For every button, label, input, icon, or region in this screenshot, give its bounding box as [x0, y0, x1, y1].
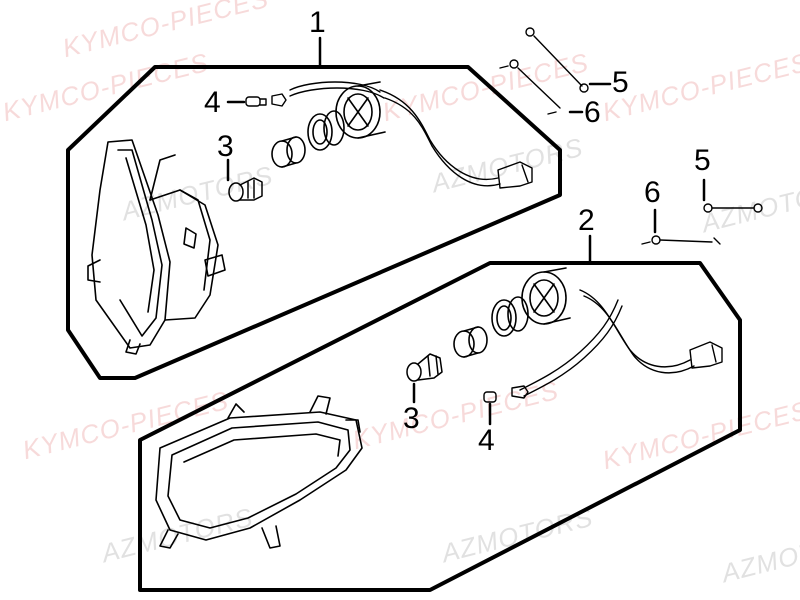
- callout-screw-6-group2: 6: [644, 176, 661, 209]
- headlight-housing-2: [155, 395, 363, 549]
- group-2-outline: [138, 261, 742, 592]
- screw-5-group1: [525, 27, 589, 93]
- callout-bulb-3-group1: 3: [217, 130, 234, 163]
- group-1-outline: [66, 65, 562, 380]
- wiring-harness-group2: [519, 289, 723, 397]
- callout-bulb-4-group1: 4: [204, 86, 221, 119]
- callout-screw-5-group1: 5: [612, 66, 629, 99]
- callout-bulb-3-group2: 3: [403, 402, 420, 435]
- bulb-4-group1: [245, 93, 287, 107]
- callout-group-2: 2: [578, 204, 595, 237]
- callout-screw-6-group1: 6: [584, 96, 601, 129]
- bulb-4-group2: [483, 385, 529, 403]
- bulb-3-group1: [228, 177, 263, 202]
- socket-rings-group2: [453, 267, 571, 358]
- callout-group-1: 1: [309, 6, 326, 39]
- screw-6-group2: [641, 235, 721, 245]
- screw-6-group1: [499, 59, 561, 115]
- headlight-housing-1: [87, 139, 226, 355]
- bulb-3-group2: [406, 353, 443, 382]
- wiring-harness-group1: [289, 81, 533, 189]
- callout-screw-5-group2: 5: [694, 144, 711, 177]
- callout-bulb-4-group2: 4: [478, 424, 495, 457]
- screw-5-group2: [703, 203, 763, 213]
- socket-rings-group1: [271, 81, 386, 168]
